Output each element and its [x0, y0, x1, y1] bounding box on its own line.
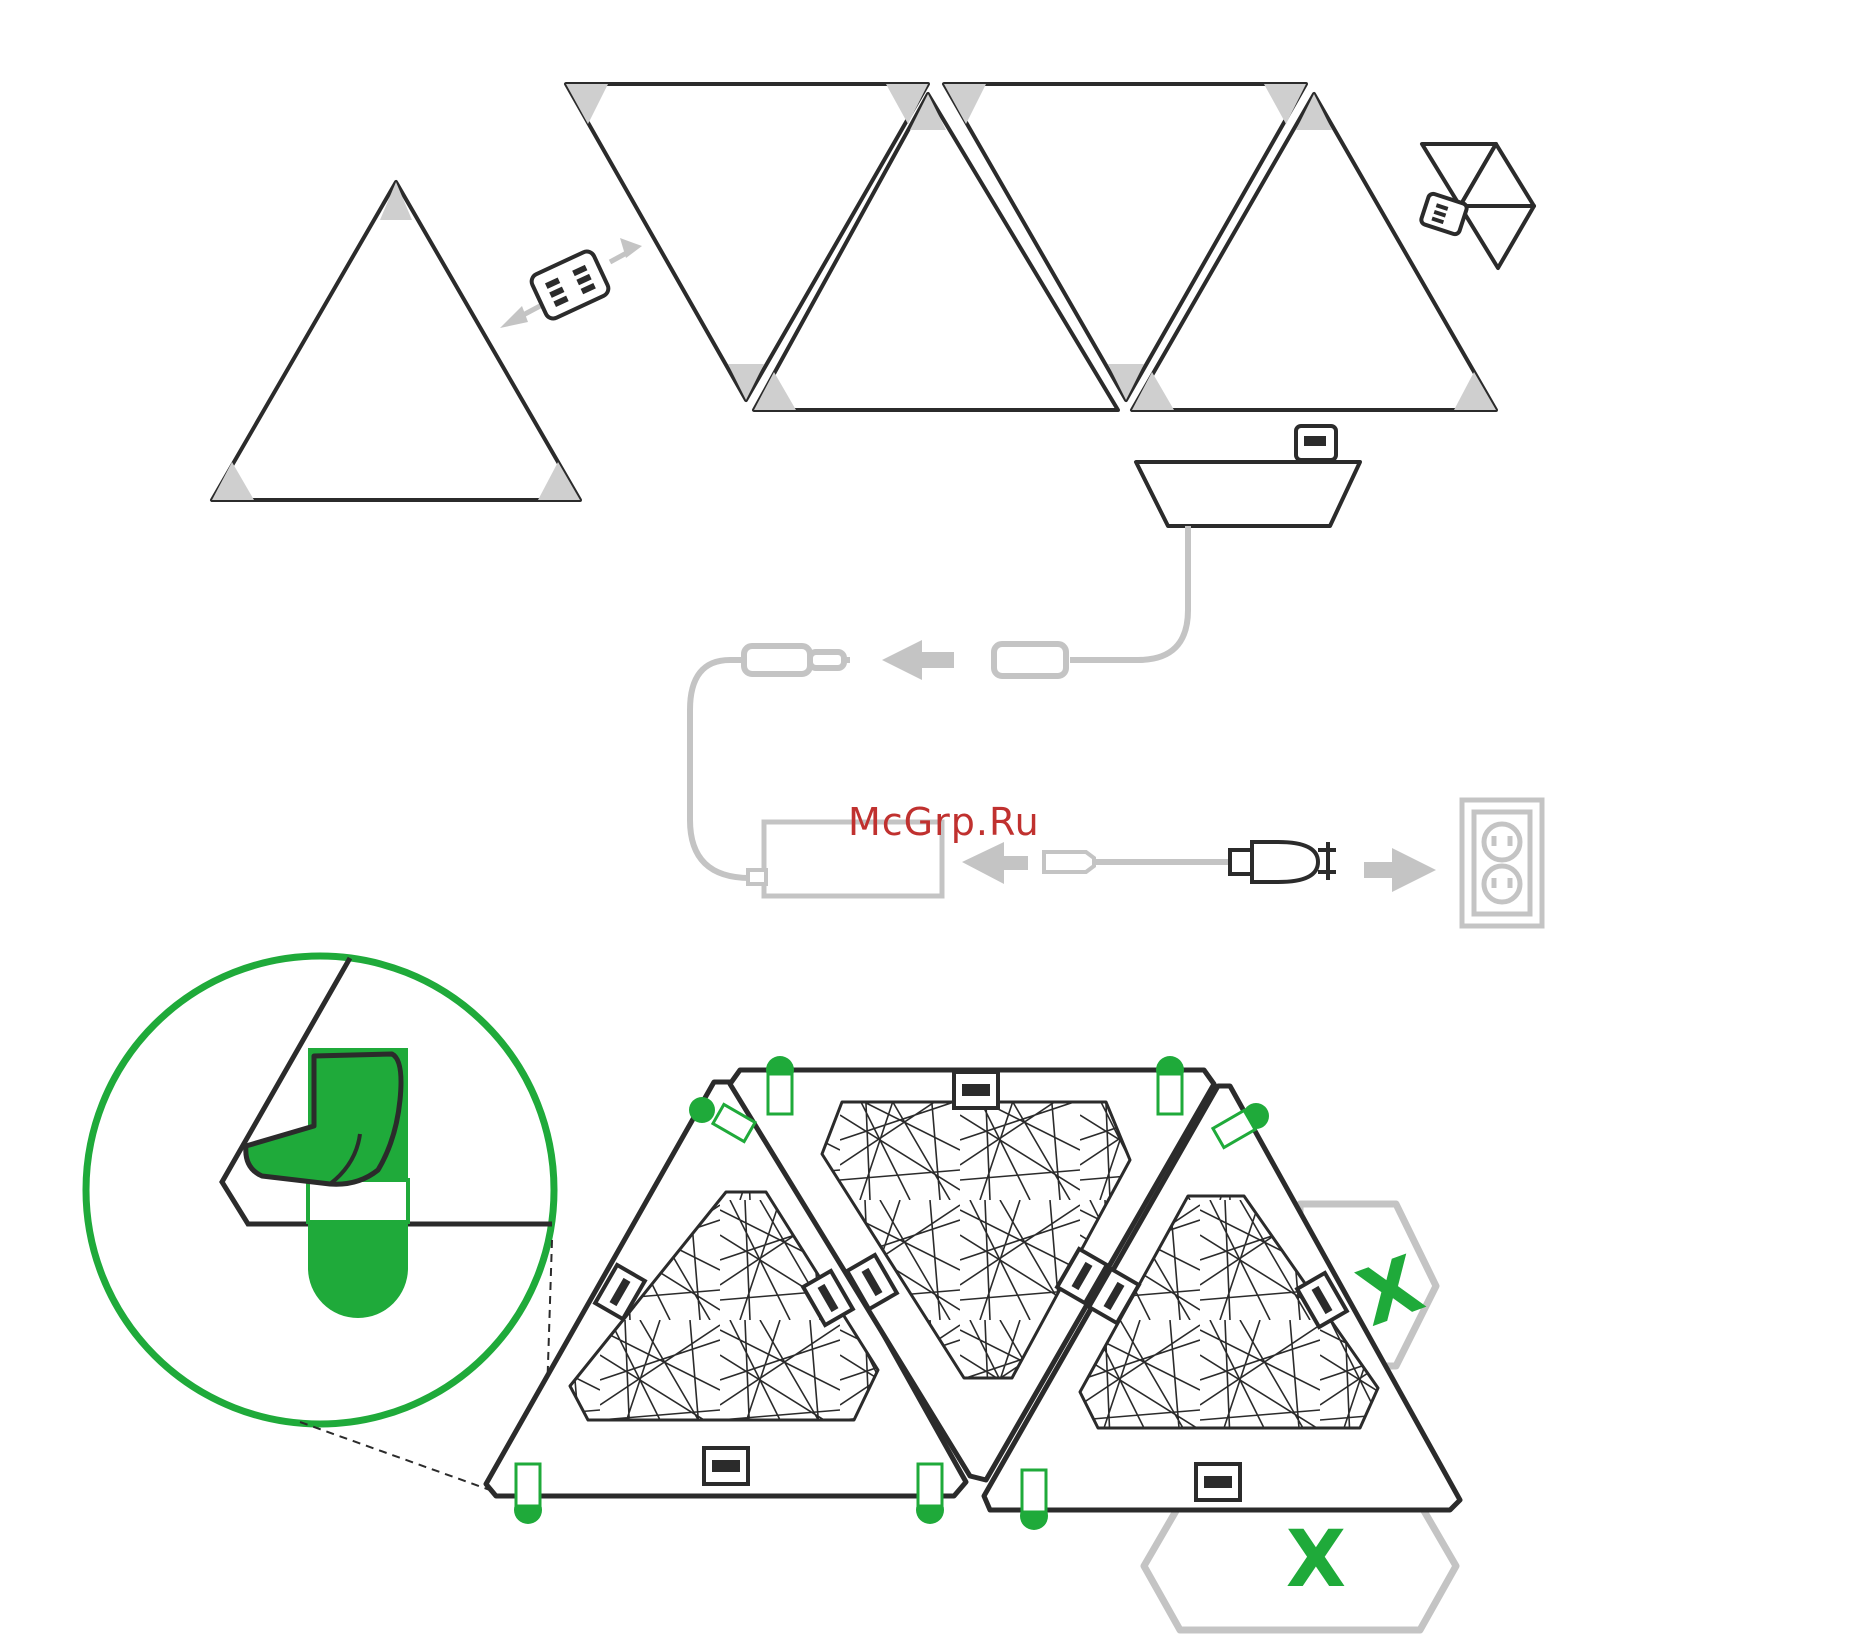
linker-detail-icon [1420, 144, 1534, 268]
panel-row [566, 84, 1496, 410]
x-mark-bottom: X [1286, 1515, 1346, 1605]
watermark-text: McGrp.Ru [848, 800, 1040, 844]
tape-zoom-detail [86, 956, 554, 1490]
standalone-panel [212, 182, 580, 500]
controller-icon [1136, 426, 1360, 526]
plug-icon [1044, 842, 1336, 882]
arrow-left-icon [962, 842, 1028, 884]
wall-outlet-icon [1462, 800, 1542, 926]
arrow-left-icon [882, 640, 954, 680]
linker-connector-icon [500, 238, 642, 328]
arrow-right-icon [1364, 848, 1436, 892]
